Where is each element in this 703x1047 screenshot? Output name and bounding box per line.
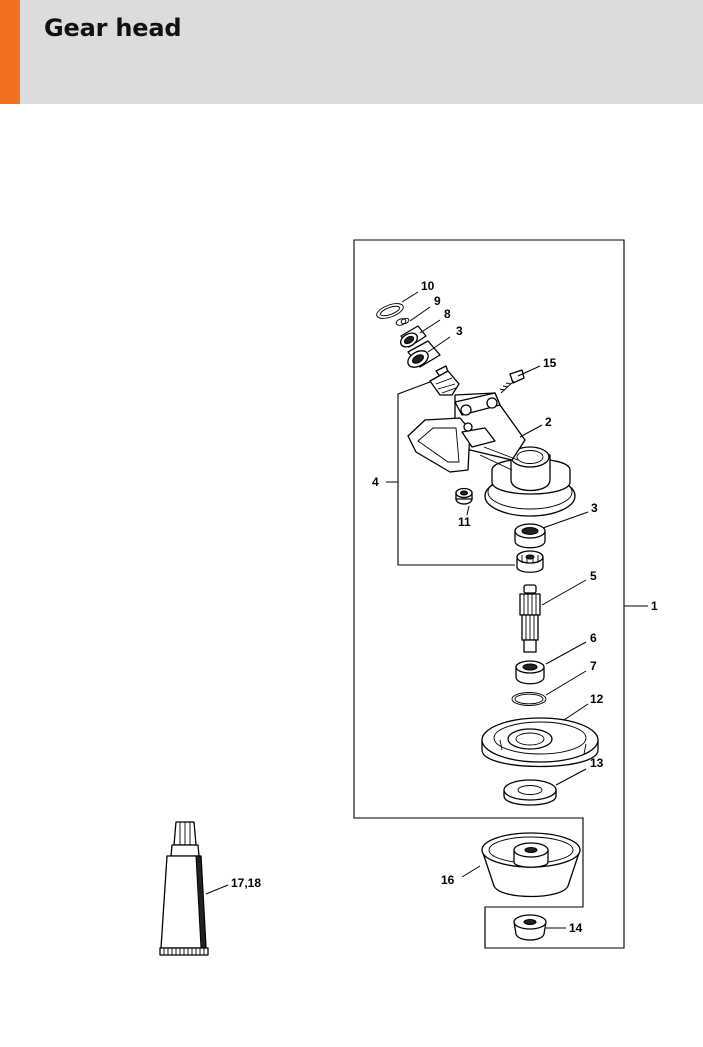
- part-14-nut: [513, 914, 547, 941]
- label-part-6: 6: [590, 631, 597, 645]
- label-part-17-18: 17,18: [231, 876, 261, 890]
- label-part-4: 4: [372, 475, 379, 489]
- header-accent-bar: [0, 0, 20, 104]
- label-part-5: 5: [590, 569, 597, 583]
- label-part-14: 14: [569, 921, 583, 935]
- bevel-gear-large: [516, 550, 544, 573]
- assembly-frame: [353, 239, 625, 949]
- part-2-gear-housing: [407, 392, 576, 517]
- leader-lines: [205, 291, 648, 929]
- part-10-circlip: [376, 303, 404, 319]
- bevel-gear-small: [429, 365, 460, 396]
- subassembly-bracket: [397, 381, 515, 566]
- label-part-10: 10: [421, 279, 435, 293]
- part-5-spline-shaft: [519, 584, 541, 653]
- part-7-circlip: [511, 692, 547, 706]
- label-part-13: 13: [590, 756, 604, 770]
- label-part-3-upper: 3: [456, 324, 463, 338]
- part-17-18-grease-tube: [159, 821, 209, 956]
- label-part-15: 15: [543, 356, 557, 370]
- part-3-upper-bearing: [407, 340, 441, 368]
- label-part-16: 16: [441, 873, 455, 887]
- label-part-3-lower: 3: [591, 501, 598, 515]
- label-part-8: 8: [444, 307, 451, 321]
- part-13-thrust-washer: [503, 779, 557, 806]
- page-title: Gear head: [44, 14, 182, 42]
- part-3-lower-bearing: [514, 523, 546, 549]
- label-part-2: 2: [545, 415, 552, 429]
- part-9-ring: [395, 317, 410, 326]
- part-15-screw: [499, 369, 525, 394]
- part-labels: 10 9 8 3 15 2 4 11 3 5 1 6 7 12 13 16 14…: [231, 279, 658, 935]
- part-6-bearing: [515, 660, 545, 685]
- label-part-1: 1: [651, 599, 658, 613]
- part-16-cup: [481, 832, 581, 898]
- part-11-plug-screw: [455, 487, 473, 505]
- label-part-9: 9: [434, 294, 441, 308]
- label-part-7: 7: [590, 659, 597, 673]
- part-12-thrust-plate: [481, 717, 599, 768]
- part-8-bearing: [399, 325, 427, 348]
- page-header: Gear head: [0, 0, 703, 104]
- label-part-12: 12: [590, 692, 604, 706]
- label-part-11: 11: [458, 515, 471, 529]
